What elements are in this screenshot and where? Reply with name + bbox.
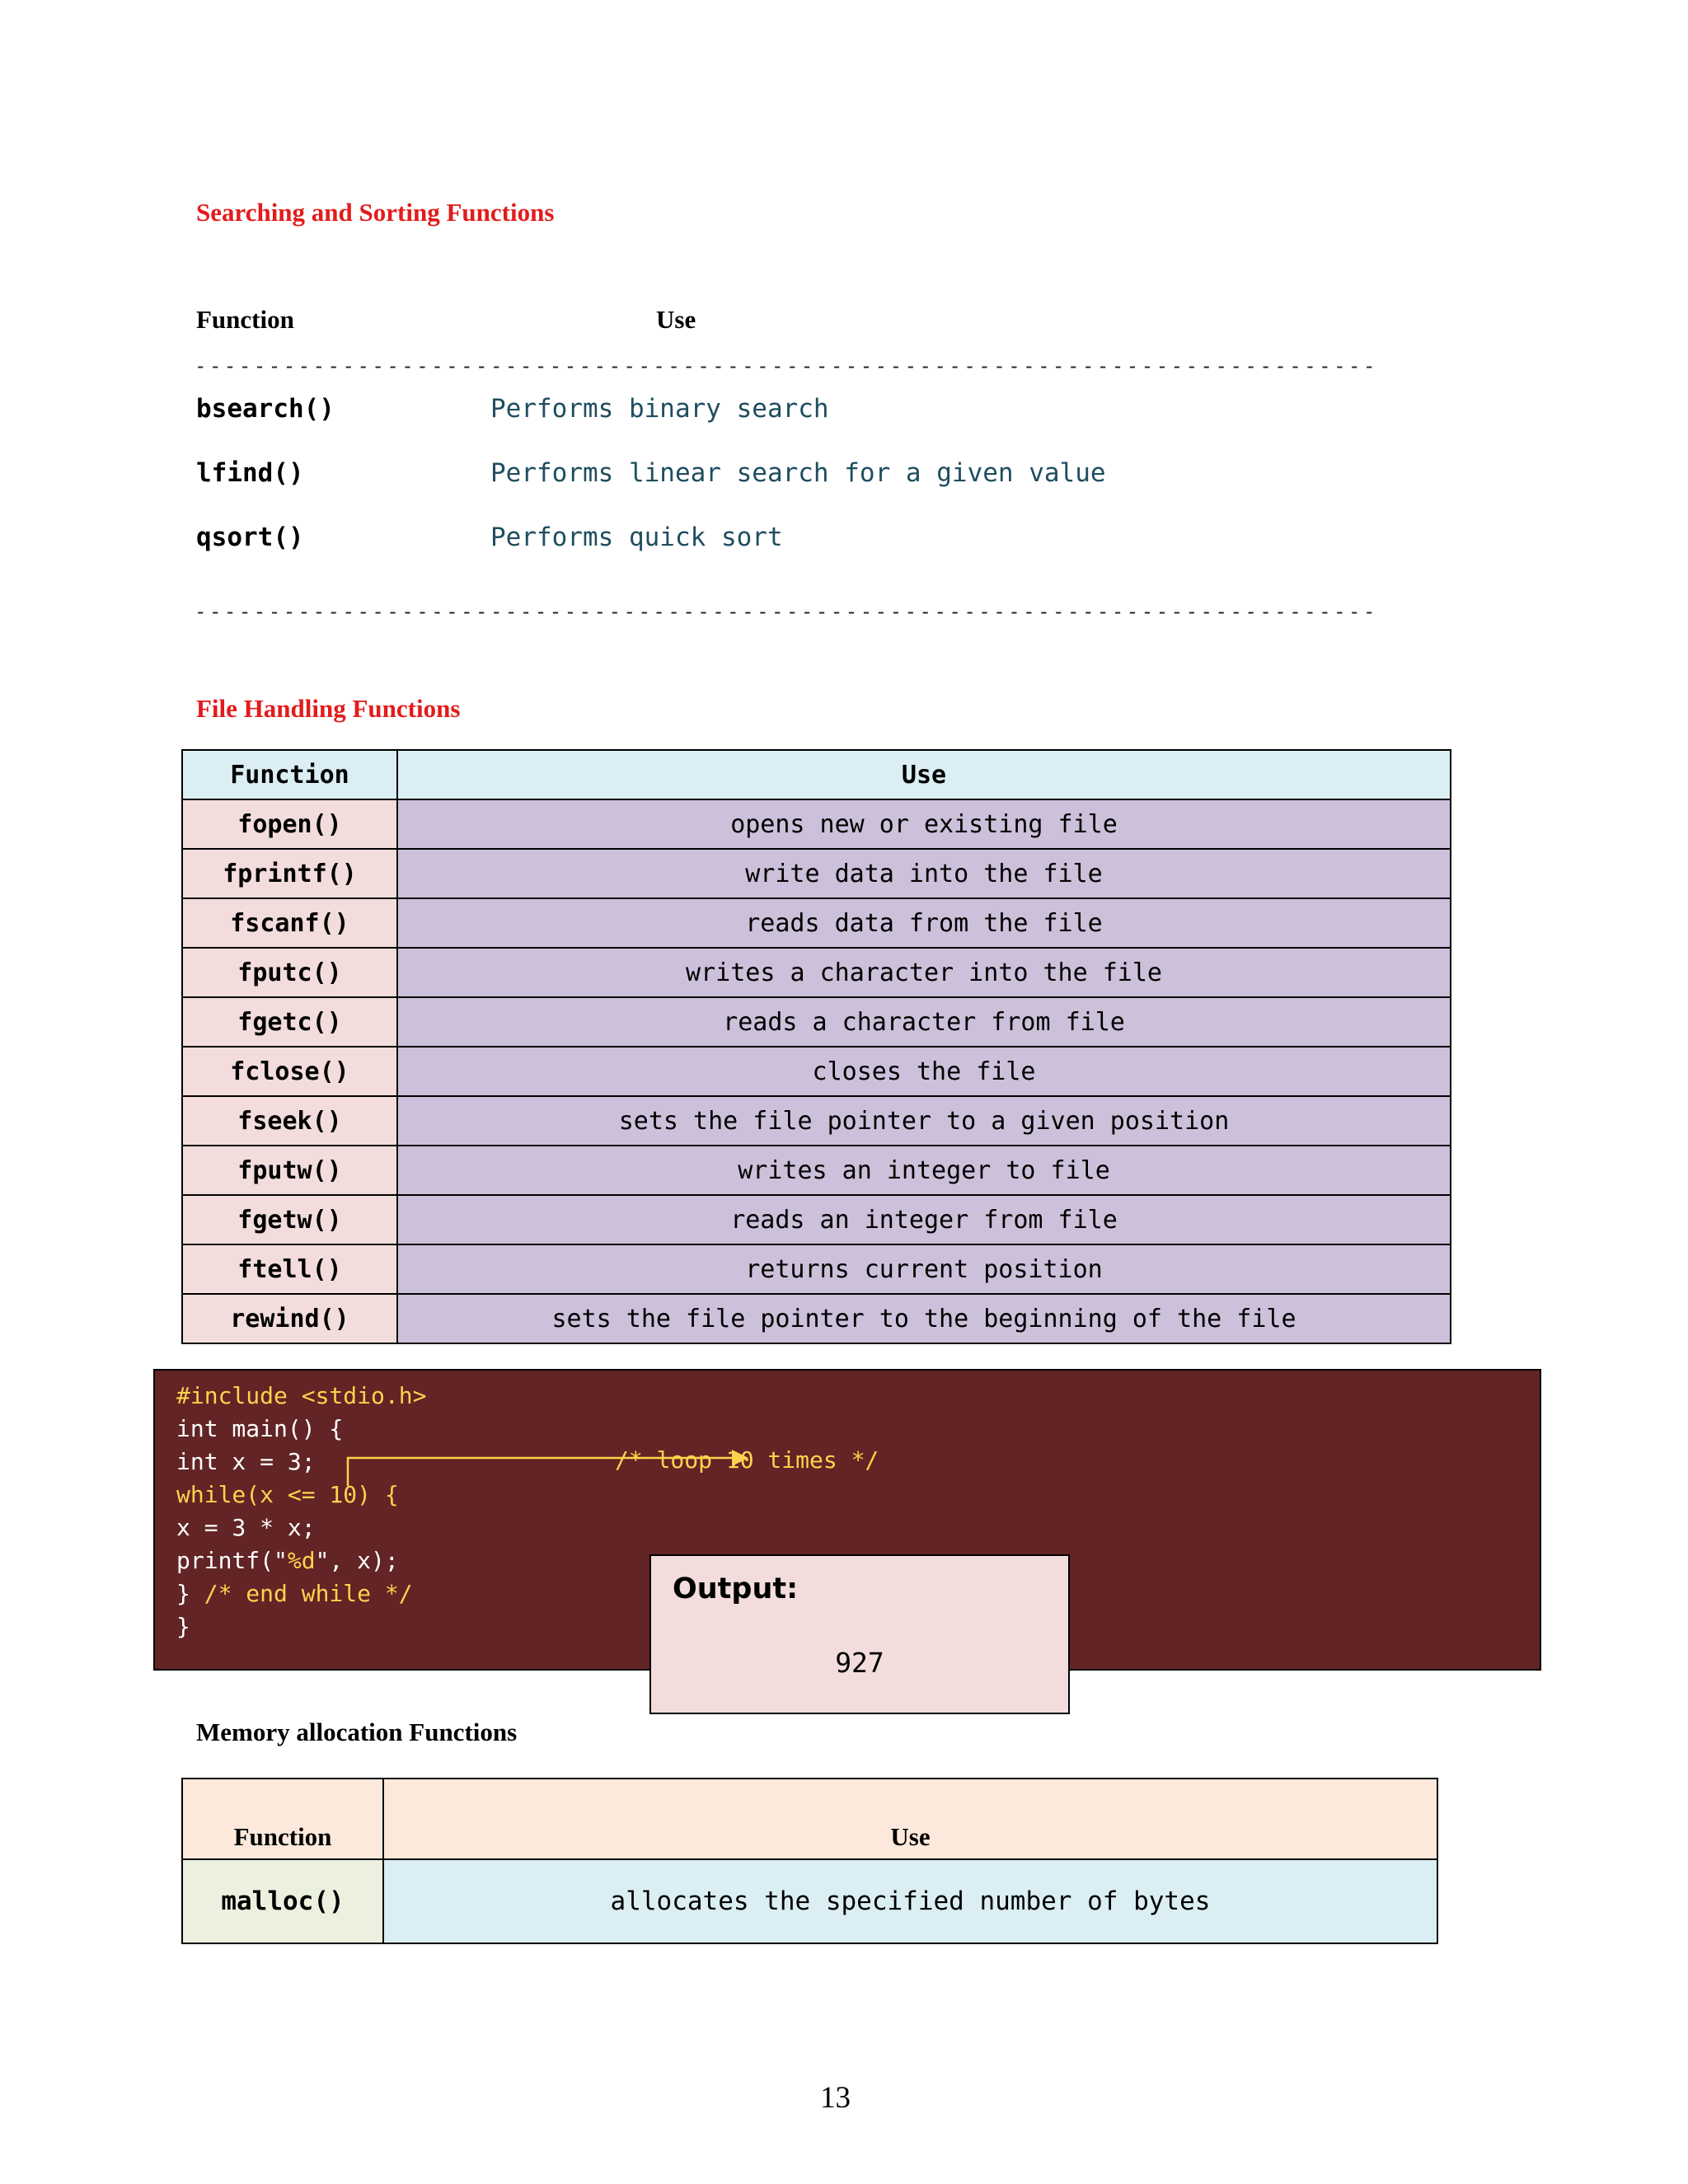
- search-fn-use: Performs linear search for a given value: [490, 458, 1106, 488]
- code-line-while: while(x <= 10) {: [176, 1481, 399, 1508]
- code-line-printf: printf("%d", x);: [176, 1547, 399, 1574]
- table-row: fscanf() reads data from the file: [181, 898, 1451, 949]
- function-use-cell: sets the file pointer to a given positio…: [396, 1095, 1451, 1146]
- table-header-use: Use: [396, 749, 1451, 800]
- code-line-close: }: [176, 1613, 190, 1640]
- code-line-declare: int x = 3;: [176, 1448, 316, 1475]
- memory-heading: Memory allocation Functions: [196, 1718, 518, 1746]
- table-row: malloc() allocates the specified number …: [181, 1858, 1438, 1944]
- searching-col-use: Use: [656, 305, 696, 334]
- function-use-cell: sets the file pointer to the beginning o…: [396, 1293, 1451, 1344]
- function-name-cell: ftell(): [181, 1244, 398, 1295]
- function-name-cell: fgetc(): [181, 996, 398, 1047]
- table-row: fseek() sets the file pointer to a given…: [181, 1095, 1451, 1146]
- file-handling-heading: File Handling Functions: [196, 694, 461, 723]
- output-value: 927: [835, 1647, 884, 1679]
- function-name-cell: fprintf(): [181, 848, 398, 899]
- table-header-function: Function: [181, 749, 398, 800]
- table-row: fputw() writes an integer to file: [181, 1145, 1451, 1196]
- function-use-cell: allocates the specified number of bytes: [382, 1858, 1438, 1944]
- function-use-cell: closes the file: [396, 1046, 1451, 1097]
- file-handling-table: Function Use fopen() opens new or existi…: [181, 749, 1451, 1344]
- table-header-row: Function Use: [181, 749, 1451, 800]
- search-fn-use: Performs binary search: [490, 394, 829, 424]
- loop-arrow-icon: [346, 1450, 748, 1486]
- separator-bottom: ----------------------------------------…: [195, 600, 1378, 623]
- page-number: 13: [820, 2081, 851, 2115]
- table-row: fprintf() write data into the file: [181, 848, 1451, 899]
- searching-col-function: Function: [196, 305, 294, 334]
- function-use-cell: reads data from the file: [396, 898, 1451, 949]
- search-fn-name: qsort(): [196, 523, 304, 552]
- output-title: Output:: [673, 1572, 799, 1605]
- function-use-cell: opens new or existing file: [396, 799, 1451, 850]
- table-row: ftell() returns current position: [181, 1244, 1451, 1295]
- function-use-cell: returns current position: [396, 1244, 1451, 1295]
- table-row: fputc() writes a character into the file: [181, 947, 1451, 998]
- table-row: fgetw() reads an integer from file: [181, 1194, 1451, 1245]
- search-fn-name: bsearch(): [196, 394, 335, 424]
- code-line-include: #include <stdio.h>: [176, 1382, 427, 1409]
- table-row: rewind() sets the file pointer to the be…: [181, 1293, 1451, 1344]
- memory-table: Function Use malloc() allocates the spec…: [181, 1778, 1438, 1944]
- brace: }: [176, 1580, 204, 1607]
- table-header-function: Function: [181, 1778, 384, 1860]
- function-name-cell: fputc(): [181, 947, 398, 998]
- table-header-row: Function Use: [181, 1778, 1438, 1860]
- table-row: fgetc() reads a character from file: [181, 996, 1451, 1047]
- output-box: Output: 927: [649, 1554, 1070, 1714]
- function-name-cell: fclose(): [181, 1046, 398, 1097]
- code-line-main: int main() {: [176, 1415, 344, 1442]
- table-header-use: Use: [382, 1778, 1438, 1860]
- function-use-cell: writes an integer to file: [396, 1145, 1451, 1196]
- code-line-assign: x = 3 * x;: [176, 1514, 316, 1541]
- function-name-cell: fscanf(): [181, 898, 398, 949]
- function-use-cell: write data into the file: [396, 848, 1451, 899]
- function-name-cell: fputw(): [181, 1145, 398, 1196]
- search-fn-use: Performs quick sort: [490, 523, 783, 552]
- printf-close: ", x);: [315, 1547, 399, 1574]
- function-name-cell: fopen(): [181, 799, 398, 850]
- function-use-cell: reads an integer from file: [396, 1194, 1451, 1245]
- separator-top: ----------------------------------------…: [195, 354, 1378, 377]
- function-name-cell: fseek(): [181, 1095, 398, 1146]
- printf-open: printf(": [176, 1547, 288, 1574]
- function-name-cell: malloc(): [181, 1858, 384, 1944]
- search-fn-name: lfind(): [196, 458, 304, 488]
- end-while-comment: /* end while */: [204, 1580, 413, 1607]
- table-row: fclose() closes the file: [181, 1046, 1451, 1097]
- function-name-cell: rewind(): [181, 1293, 398, 1344]
- function-name-cell: fgetw(): [181, 1194, 398, 1245]
- printf-format: %d: [287, 1547, 316, 1574]
- searching-heading: Searching and Sorting Functions: [196, 198, 555, 227]
- loop-annotation: /* loop 10 times */: [615, 1446, 879, 1474]
- function-use-cell: reads a character from file: [396, 996, 1451, 1047]
- code-line-end-while: } /* end while */: [176, 1580, 413, 1607]
- table-row: fopen() opens new or existing file: [181, 799, 1451, 850]
- function-use-cell: writes a character into the file: [396, 947, 1451, 998]
